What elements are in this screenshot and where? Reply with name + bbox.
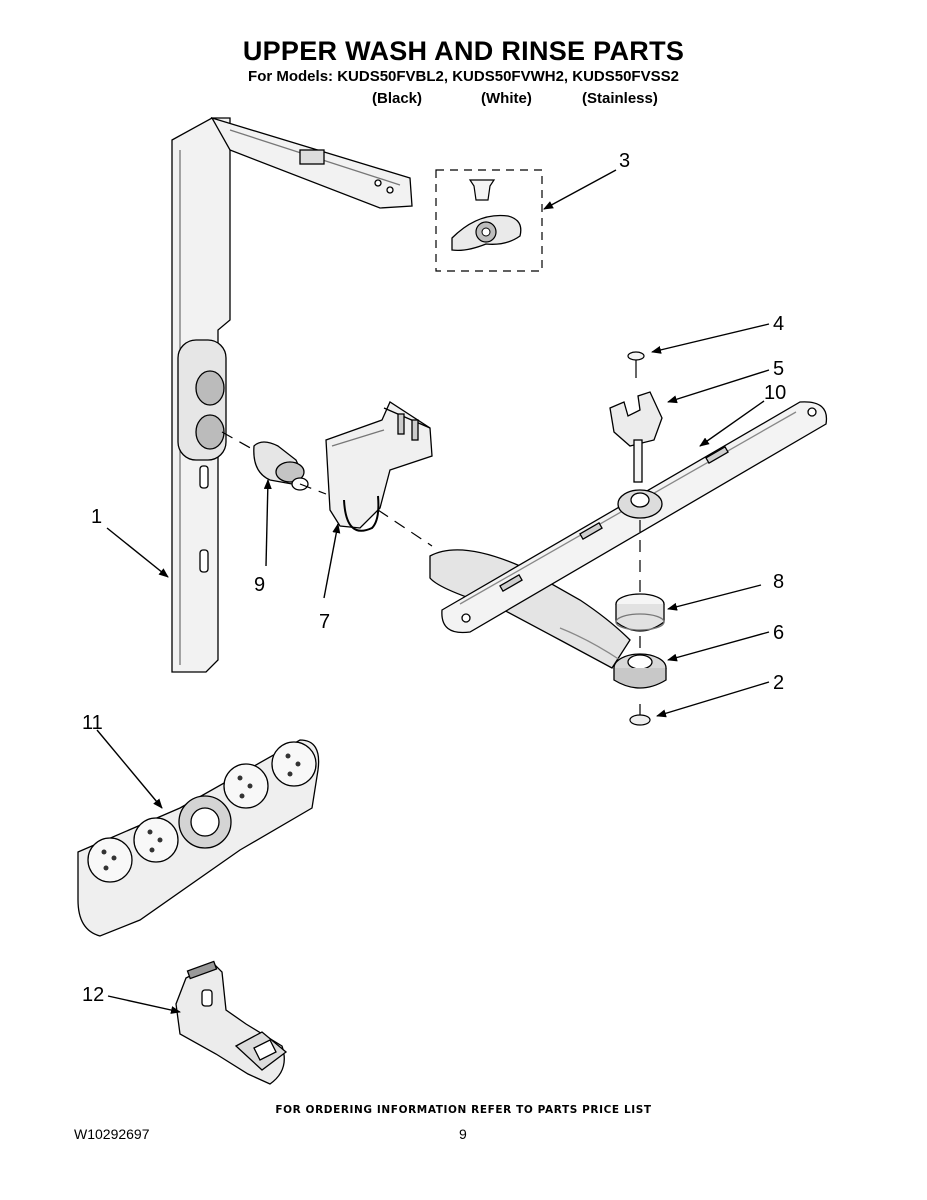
callout-labels: 1 2 3 4 5 6 7 8 9 10 11 12 — [82, 150, 786, 1006]
variant-black-label: (Black) — [372, 90, 423, 107]
part-4-screw — [627, 351, 645, 378]
ordering-info-note: FOR ORDERING INFORMATION REFER TO PARTS … — [275, 1104, 652, 1116]
callout-5: 5 — [773, 358, 784, 380]
document-number: W10292697 — [74, 1126, 150, 1142]
part-10-spray-arm — [429, 401, 828, 669]
callout-11: 11 — [82, 712, 103, 734]
page-title: UPPER WASH AND RINSE PARTS — [242, 36, 685, 66]
callout-3: 3 — [619, 150, 630, 172]
callout-6: 6 — [773, 622, 784, 644]
part-11-spray-manifold — [77, 739, 320, 937]
part-7-bracket — [325, 401, 433, 532]
callout-2: 2 — [773, 672, 784, 694]
part-12-connector — [175, 960, 288, 1085]
part-3-hub-assembly — [435, 169, 543, 272]
callout-10: 10 — [764, 382, 786, 404]
part-9-fitting — [253, 441, 309, 491]
leader-lines — [96, 169, 770, 1014]
part-1-supply-tube — [171, 116, 413, 673]
assembly-centerlines — [221, 431, 641, 654]
callout-7: 7 — [319, 611, 330, 633]
page-number: 9 — [459, 1126, 467, 1142]
part-6-hub — [613, 653, 667, 689]
callout-8: 8 — [773, 571, 784, 593]
variant-stainless-label: (Stainless) — [582, 90, 658, 107]
callout-1: 1 — [91, 506, 102, 528]
variant-white-label: (White) — [481, 90, 532, 107]
part-5-clip — [609, 391, 663, 483]
callout-12: 12 — [82, 984, 104, 1006]
callout-9: 9 — [254, 574, 265, 596]
part-8-ring — [615, 593, 665, 632]
callout-4: 4 — [773, 313, 784, 335]
part-2-screw — [629, 704, 651, 726]
models-subtitle: For Models: KUDS50FVBL2, KUDS50FVWH2, KU… — [248, 68, 679, 85]
